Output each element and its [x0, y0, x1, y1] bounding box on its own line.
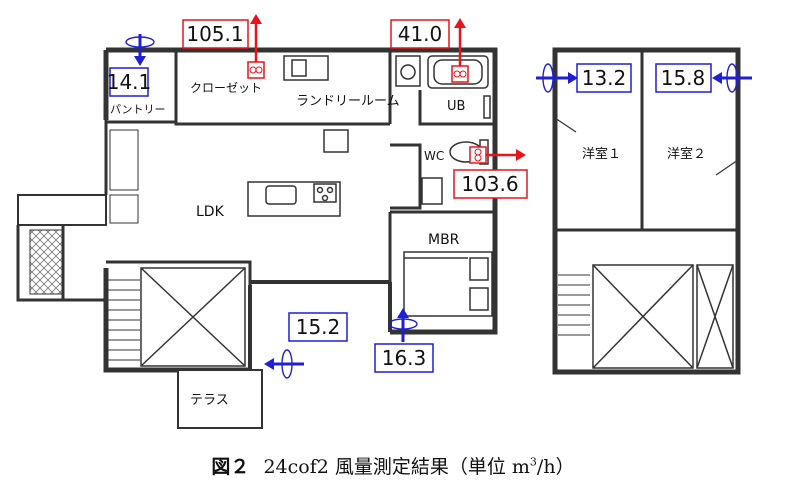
- label-mbr: MBR: [428, 232, 460, 248]
- label-laundry: ランドリールーム: [296, 94, 400, 109]
- first-floor-walls: [16, 47, 498, 373]
- exhaust-arrow-icon: [250, 14, 262, 62]
- terrace-outline: [177, 369, 263, 429]
- value-room1: 13.2: [582, 66, 627, 90]
- exhaust-fan-icon: [451, 65, 469, 83]
- label-terrace: テラス: [190, 393, 229, 408]
- value-closet: 105.1: [186, 22, 243, 46]
- exhaust-arrow-icon: [454, 18, 466, 66]
- label-room2: 洋室２: [667, 146, 706, 162]
- room-labels: クローゼット ランドリールーム パントリー UB WC LDK MBR テラス …: [110, 81, 706, 408]
- label-pantry: パントリー: [110, 103, 166, 116]
- exhaust-fan-icon: [469, 146, 487, 164]
- label-ldk: LDK: [196, 204, 225, 220]
- caption-tail: /h）: [536, 456, 575, 478]
- value-wc: 103.6: [461, 172, 518, 196]
- label-closet: クローゼット: [190, 81, 262, 95]
- supply-arrow-icon: [125, 34, 155, 66]
- supply-arrow-icon: [264, 349, 304, 379]
- supply-markers: 14.1 13.2 15.8 15.2: [107, 34, 752, 379]
- fixtures: [247, 55, 493, 317]
- label-ub: UB: [447, 99, 465, 114]
- label-room1: 洋室１: [582, 146, 621, 162]
- exhaust-fan-icon: [247, 61, 265, 79]
- second-floor-walls: [552, 47, 741, 375]
- figure-number: 図２: [211, 456, 250, 478]
- label-wc: WC: [424, 149, 444, 163]
- value-ub: 41.0: [398, 22, 443, 46]
- value-room2: 15.8: [661, 66, 706, 90]
- first-floor-stair-void: [108, 267, 246, 367]
- caption-text: 24cof2 風量測定結果（単位 m: [263, 456, 530, 478]
- supply-arrow-icon: [712, 63, 752, 93]
- value-mbr: 16.3: [382, 346, 427, 370]
- exhaust-arrow-icon: [486, 149, 526, 161]
- supply-arrow-icon: [536, 63, 578, 93]
- caption-sup: 3: [529, 455, 537, 469]
- figure-caption: 図２ 24cof2 風量測定結果（単位 m3/h）: [0, 452, 786, 479]
- supply-arrow-icon: [388, 308, 418, 342]
- value-pantry: 14.1: [107, 70, 152, 94]
- exhaust-markers: 105.1 41.0: [182, 14, 528, 199]
- floor-plan: クローゼット ランドリールーム パントリー UB WC LDK MBR テラス …: [16, 14, 752, 429]
- value-ldk: 15.2: [296, 315, 341, 339]
